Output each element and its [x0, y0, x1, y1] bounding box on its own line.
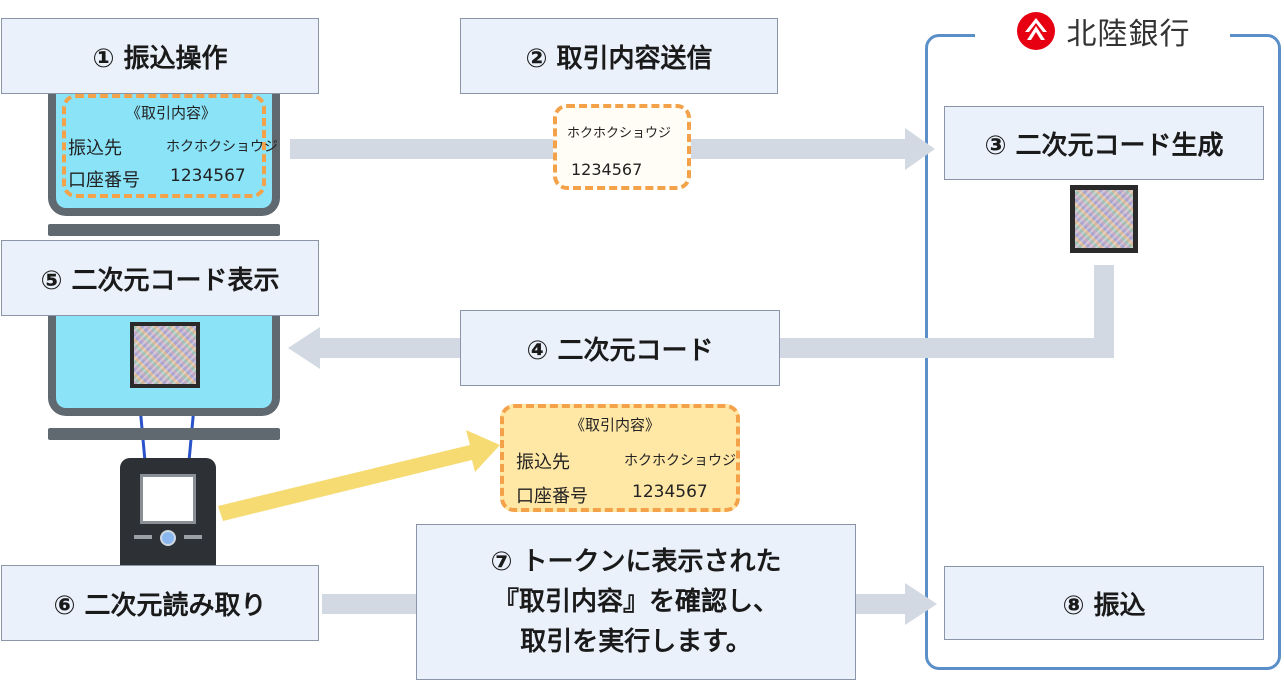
arrow-execute-body-1 [322, 594, 418, 614]
token-slip-payee-label: 振込先 [516, 452, 570, 473]
pc-slip-payee-value: ホクホクショウジ [166, 139, 278, 155]
arrow-send-head [905, 128, 935, 170]
step-6-label: ⑥ 二次元読み取り [1, 565, 319, 641]
token-key-left [134, 535, 152, 539]
pc-slip-title: 《取引内容》 [126, 104, 217, 122]
pc-top-slip: 《取引内容》 振込先 ホクホクショウジ 口座番号 1234567 [62, 94, 278, 198]
token-content-slip: 《取引内容》 振込先 ホクホクショウジ 口座番号 1234567 [500, 404, 740, 512]
token-key-right [184, 535, 202, 539]
step-7-line-2: 『取引内容』を確認し、 [492, 587, 779, 617]
arrow-return-vertical [1094, 265, 1114, 358]
bank-header: 北陸銀行 [975, 6, 1230, 56]
step-2-label: ② 取引内容送信 [460, 18, 778, 94]
step-5-label: ⑤ 二次元コード表示 [1, 240, 319, 316]
pc-slip-payee-label: 振込先 [68, 138, 122, 159]
step-4-label: ④ 二次元コード [460, 310, 780, 386]
arrow-execute-head [905, 583, 937, 625]
sent-slip-payee: ホクホクショウジ [567, 126, 672, 141]
step-7-label: ⑦ トークンに表示された 『取引内容』を確認し、 取引を実行します。 [416, 524, 856, 680]
arrow-return-body [778, 338, 1114, 358]
step-8-label: ⑧ 振込 [944, 566, 1264, 640]
step-7-line-1: ⑦ トークンに表示された [490, 547, 782, 577]
step-7-line-3: 取引を実行します。 [520, 627, 752, 657]
pc-slip-account-value: 1234567 [170, 166, 246, 186]
arrow-return-body-2 [318, 338, 463, 358]
arrow-return-head [288, 327, 320, 369]
arrow-token-display [218, 430, 500, 521]
generated-qr-code [1070, 185, 1138, 253]
arrow-send-body-1 [290, 139, 555, 159]
sent-content-slip: ホクホクショウジ 1234567 [553, 104, 691, 190]
token-slip-account-label: 口座番号 [516, 486, 588, 507]
arrow-execute-body-2 [855, 594, 907, 614]
bank-logo-icon [1016, 12, 1055, 50]
pc-middle-base [48, 428, 280, 440]
token-button-icon [160, 530, 176, 546]
token-slip-title: 《取引内容》 [570, 416, 661, 434]
token-device [120, 458, 216, 568]
token-screen [140, 474, 196, 524]
displayed-qr-code [130, 322, 200, 388]
arrow-send-body-2 [690, 139, 905, 159]
bank-name: 北陸銀行 [1066, 17, 1191, 52]
step-1-label: ① 振込操作 [1, 18, 319, 94]
pc-top-base [48, 224, 280, 236]
sent-slip-account: 1234567 [571, 160, 643, 179]
pc-slip-account-label: 口座番号 [68, 170, 140, 191]
token-slip-account-value: 1234567 [632, 482, 708, 502]
token-slip-payee-value: ホクホクショウジ [624, 453, 736, 469]
step-3-label: ③ 二次元コード生成 [944, 106, 1264, 180]
